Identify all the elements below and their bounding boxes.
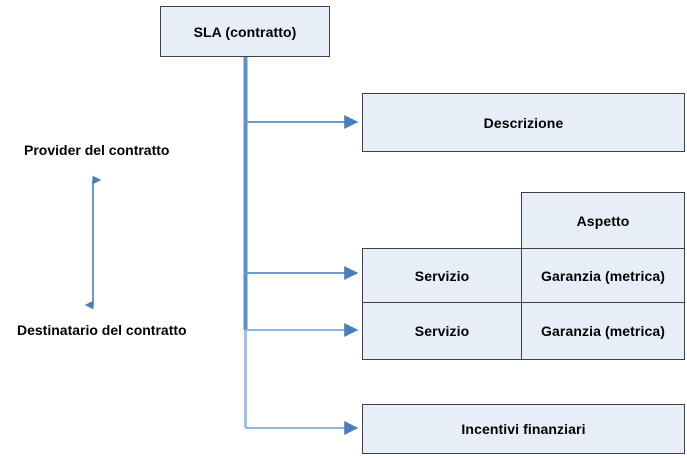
node-descrizione[interactable]: Descrizione	[362, 93, 685, 152]
table-cell-servizio-2[interactable]: Servizio	[362, 302, 522, 360]
label-destinatario-del-contratto: Destinatario del contratto	[17, 322, 187, 338]
node-sla-root[interactable]: SLA (contratto)	[160, 6, 330, 57]
table-cell-garanzia-2[interactable]: Garanzia (metrica)	[521, 302, 685, 360]
table-header-aspetto[interactable]: Aspetto	[521, 192, 685, 249]
table-cell-garanzia-1[interactable]: Garanzia (metrica)	[521, 248, 685, 303]
node-incentivi-finanziari[interactable]: Incentivi finanziari	[362, 404, 685, 454]
label-provider-del-contratto: Provider del contratto	[24, 142, 170, 158]
table-cell-servizio-1[interactable]: Servizio	[362, 248, 522, 303]
